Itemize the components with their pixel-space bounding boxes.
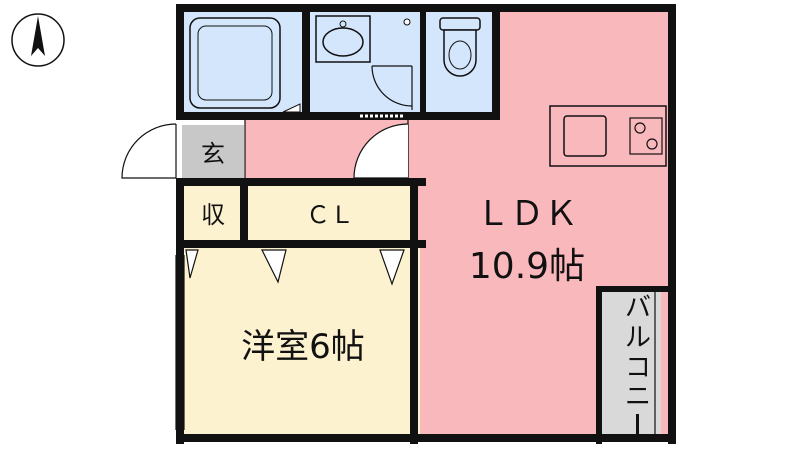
balcony-char: ル: [625, 323, 651, 353]
entrance-label: 玄: [201, 140, 225, 168]
storage-area: [182, 186, 244, 242]
balcony-char-bar: [636, 414, 639, 436]
balcony-char: コ: [625, 353, 651, 383]
balcony-area: [601, 290, 661, 438]
kitchen-counter: [549, 105, 667, 167]
north-arrow-icon: [11, 13, 65, 67]
western-room-area: [182, 240, 420, 438]
walls: [176, 4, 676, 444]
entrance-area: [182, 125, 244, 182]
balcony-char: ニ: [625, 382, 651, 412]
closet-label: ＣＬ: [306, 201, 354, 229]
kitchen-sink-icon: [563, 115, 607, 157]
balcony-label: バ ル コ ニ: [625, 293, 651, 436]
ldk-label: ＬＤＫ: [476, 194, 578, 234]
closet-area: [246, 186, 410, 242]
hall-door: [353, 123, 409, 179]
bathtub-icon: [189, 17, 281, 109]
closet-doors: [185, 249, 405, 286]
toilet-icon: [439, 17, 481, 77]
balcony-char: バ: [625, 293, 651, 323]
washbasin-icon: [315, 15, 371, 63]
entrance-door: [121, 123, 177, 179]
western-room-label: 洋室6帖: [241, 327, 365, 367]
stove-icon: [629, 117, 663, 155]
storage-label: 収: [201, 201, 225, 229]
ldk-size-label: 10.9帖: [469, 246, 585, 287]
